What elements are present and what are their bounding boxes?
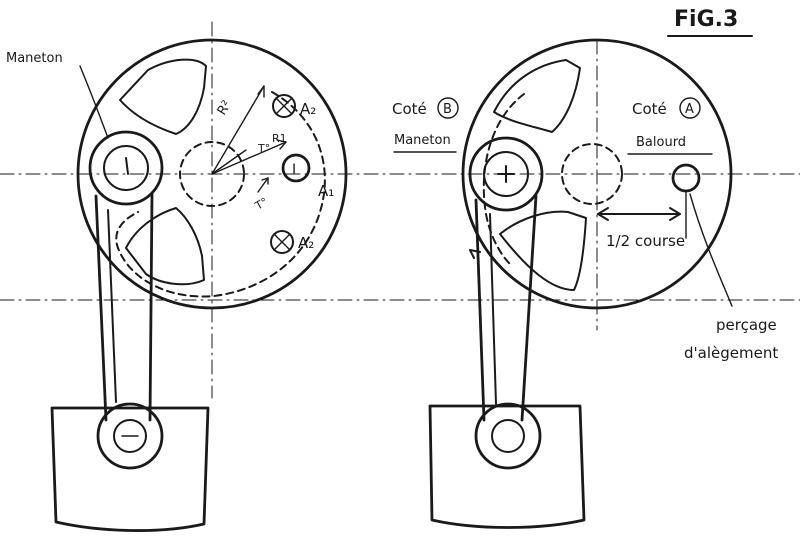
left-radius-r1-label: R1: [272, 132, 287, 145]
drilling-label-1: perçage: [716, 316, 777, 334]
figure-title: FiG.3: [667, 7, 753, 37]
left-hole-a2-bottom: [270, 230, 294, 254]
left-maneton-leader: [79, 65, 109, 139]
right-central-boss: [561, 143, 623, 205]
side-b-letter: B: [443, 102, 452, 117]
right-rod-edge-left: [474, 198, 486, 422]
left-crankpin-outer: [88, 130, 164, 206]
right-small-end-outer: [474, 402, 542, 470]
right-crankpin-inner: [483, 151, 529, 197]
right-small-end-inner: [491, 419, 525, 453]
right-rod-arrowhead: [469, 249, 481, 259]
right-piston: [428, 404, 586, 529]
half-stroke-label: 1/2 course: [606, 232, 685, 250]
left-arc-a1-label: A₁: [318, 182, 334, 200]
left-view: R² R1 T° T° A₂ I A₁ A₂ Maneton: [6, 38, 348, 532]
left-rod-edge-right: [148, 192, 154, 422]
left-hole-a2-bottom-label: A₂: [298, 234, 314, 252]
left-upper-pocket: [119, 58, 207, 135]
left-radius-r1-line: [211, 141, 287, 175]
left-radius-r1-arrowhead: [276, 139, 287, 150]
right-crankpin-cross: [497, 165, 515, 183]
left-piston: [50, 406, 210, 532]
left-hole-a2-top: [272, 94, 296, 118]
left-crankpin-inner: [103, 145, 149, 191]
right-view: 1/2 course Coté B Maneton Coté A Balourd…: [392, 38, 778, 529]
side-a-letter: A: [685, 102, 694, 117]
left-torque-label-2: T°: [252, 195, 270, 213]
right-flywheel-disc: [461, 38, 733, 310]
left-torque-line: [211, 149, 247, 175]
left-torque-label: T°: [257, 142, 270, 155]
figure-title-text: FiG.3: [674, 7, 738, 32]
left-flywheel-disc: [76, 38, 348, 310]
drilling-leader: [689, 193, 733, 307]
right-rod-edge-right: [520, 194, 538, 422]
side-a-circle: [679, 97, 701, 119]
left-small-end-outer: [96, 402, 164, 470]
left-radius-r2-label: R²: [215, 98, 235, 118]
axis-lines: [0, 21, 800, 399]
left-torque-arrow: [257, 177, 269, 193]
left-crankpin-mark: [125, 157, 129, 175]
left-central-boss: [179, 141, 245, 207]
left-lower-pocket: [125, 207, 205, 286]
left-maneton-label: Maneton: [6, 51, 63, 66]
half-stroke-arrow-right: [669, 207, 681, 221]
left-rod-inner-line: [107, 209, 117, 403]
side-b-circle: [437, 97, 459, 119]
right-upper-pocket: [493, 59, 581, 133]
right-rod-inner-line: [489, 213, 497, 405]
left-center-hole-mark: I: [292, 162, 296, 178]
balourd-label: Balourd: [636, 135, 686, 150]
right-maneton-label: Maneton: [394, 133, 451, 148]
left-small-end-inner: [113, 419, 147, 453]
left-hole-a2-top-label: A₂: [300, 100, 316, 118]
left-center-hole: [281, 153, 311, 183]
side-b-label: Coté: [392, 100, 427, 118]
left-radius-r2-arrowhead: [257, 85, 265, 98]
side-a-label: Coté: [632, 100, 667, 118]
left-torque-arrowhead: [261, 177, 269, 185]
left-counterweight-outline: [115, 91, 326, 298]
right-drilling-hole: [671, 163, 701, 193]
left-rod-edge-left: [94, 194, 108, 422]
right-crankpin-outer: [468, 136, 544, 212]
left-radius-r2-line: [211, 85, 265, 175]
half-stroke-arrow-left: [597, 207, 609, 221]
drilling-label-2: d'alègement: [684, 344, 778, 362]
